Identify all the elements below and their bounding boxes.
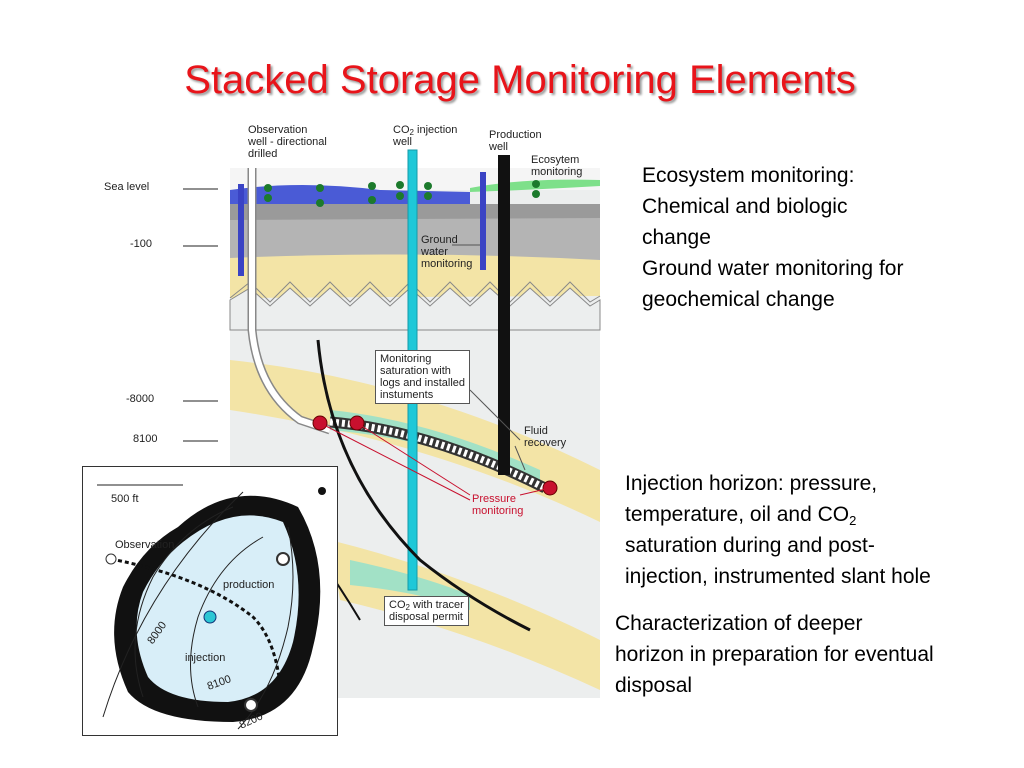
observation-trace <box>110 557 281 678</box>
pressure-monitoring-label: Pressure monitoring <box>472 493 524 517</box>
eco-sensor <box>424 182 432 190</box>
co2-injection-well-label: CO2 injection well <box>393 124 458 148</box>
injection-well-marker <box>203 610 217 624</box>
inset-observation-label: Observation <box>115 539 175 551</box>
eco-sensor <box>368 196 376 204</box>
fluid-recovery-label: Fluid recovery <box>524 425 567 449</box>
eco-sensor <box>316 199 324 207</box>
fluid-leader <box>514 445 526 471</box>
eco-sensor <box>264 184 272 192</box>
monitor-leader <box>469 389 521 441</box>
fault-line-1 <box>316 339 531 632</box>
eco-sensor <box>396 192 404 200</box>
eco-sensor <box>532 190 540 198</box>
eco-sensor <box>368 182 376 190</box>
ecosystem-sensors <box>264 180 540 207</box>
north-well-marker <box>318 487 326 495</box>
south-well-marker <box>244 698 258 712</box>
eco-sensor <box>396 181 404 189</box>
observation-well-label: Observation well - directional drilled <box>248 124 327 160</box>
eco-sensor <box>316 184 324 192</box>
depth-label-sea-level: Sea level <box>104 181 150 193</box>
ecosystem-monitoring-label: Ecosytem monitoring <box>531 154 583 178</box>
contour-line-8000 <box>134 506 234 698</box>
production-well <box>498 155 510 475</box>
page-title: Stacked Storage Monitoring Elements <box>184 58 856 102</box>
depth-label-100: -100 <box>130 238 153 250</box>
groundwater-well-right <box>480 172 486 270</box>
groundwater-well-left <box>238 184 244 276</box>
inset-map: 500 ft Observation production injection … <box>82 466 338 736</box>
inset-map-graphic <box>97 484 326 730</box>
ecosystem-monitoring-text: Ecosystem monitoring: Chemical and biolo… <box>642 164 904 311</box>
production-well-marker <box>276 552 290 566</box>
deeper-horizon-text: Characterization of deeper horizon in pr… <box>615 612 934 697</box>
contour-line-8100 <box>190 536 264 708</box>
eco-sensor <box>424 192 432 200</box>
tracer-disposal-box: CO2 with tracer disposal permit <box>384 596 469 626</box>
production-well-label: Production well <box>489 129 542 153</box>
observation-well-marker <box>105 553 117 565</box>
pressure-leader-1 <box>319 422 471 501</box>
depth-label-8100: 8100 <box>133 433 158 445</box>
observation-well-bore <box>249 168 331 433</box>
ground-water-monitoring-label: Ground water monitoring <box>421 234 473 270</box>
monitoring-saturation-box: Monitoring saturation with logs and inst… <box>375 350 471 404</box>
pressure-leader-3 <box>519 487 551 496</box>
inset-scale-label: 500 ft <box>111 493 139 505</box>
contour-line-outer <box>102 491 244 718</box>
pressure-leader-2 <box>356 422 471 496</box>
depth-label-8000: -8000 <box>126 393 155 405</box>
eco-sensor <box>532 180 540 188</box>
inset-production-label: production <box>223 579 275 591</box>
eco-sensor <box>264 194 272 202</box>
break-top-line <box>229 281 601 303</box>
injection-horizon-text: Injection horizon: pressure, temperature… <box>625 472 931 588</box>
inset-injection-label: injection <box>185 652 226 664</box>
reservoir-interior <box>136 515 299 702</box>
